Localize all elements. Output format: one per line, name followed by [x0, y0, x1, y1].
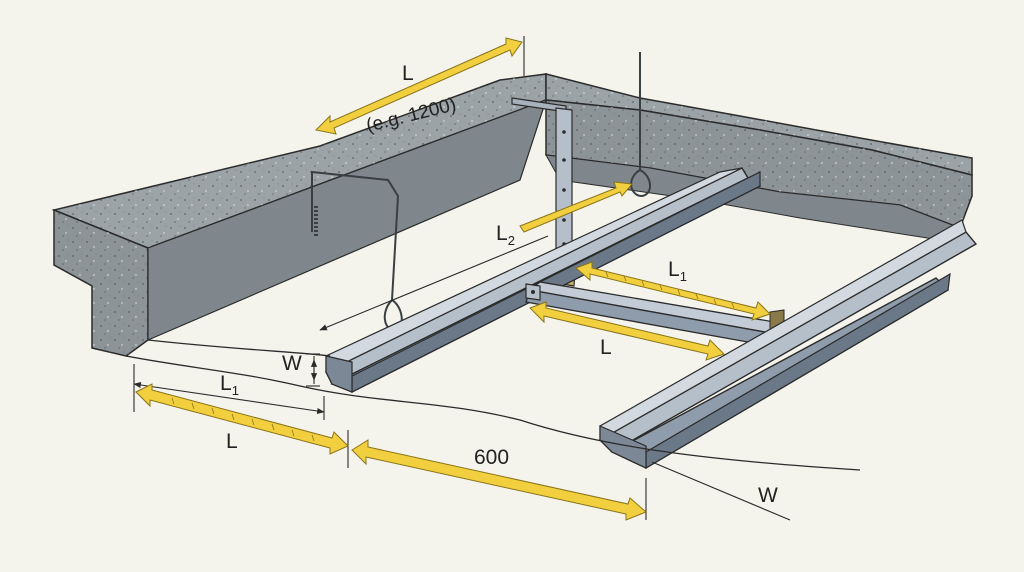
concrete-slab — [51, 73, 973, 357]
label-w-left: W — [282, 352, 302, 375]
right-hanger — [630, 52, 651, 198]
label-l1-left-main: L — [220, 372, 232, 395]
arrow-top-length — [314, 37, 523, 135]
label-l1-right: L1 — [668, 258, 687, 284]
floor-outline — [125, 339, 861, 471]
label-l1-right-main: L — [668, 258, 680, 281]
arrow-l1-right — [575, 261, 771, 321]
label-w-right: W — [758, 484, 778, 507]
label-l2: L2 — [496, 222, 515, 248]
label-spacing: 600 — [474, 446, 509, 469]
label-l-cross: L — [600, 336, 612, 359]
arrow-l-cross — [529, 301, 725, 361]
cross-channel — [525, 281, 788, 347]
label-l2-sub: 2 — [508, 233, 515, 248]
label-l-left: L — [226, 430, 238, 453]
main-channel-right — [598, 219, 978, 470]
label-l1-right-sub: 1 — [680, 269, 687, 284]
label-top-length: L — [402, 62, 414, 85]
arrow-spacing — [351, 439, 647, 521]
label-l1-left: L1 — [220, 372, 239, 398]
arrow-l-left — [135, 383, 349, 455]
label-l1-left-sub: 1 — [232, 383, 239, 398]
label-l2-main: L — [496, 222, 508, 245]
arrow-l2 — [519, 181, 633, 233]
dimension-lines — [133, 36, 791, 521]
